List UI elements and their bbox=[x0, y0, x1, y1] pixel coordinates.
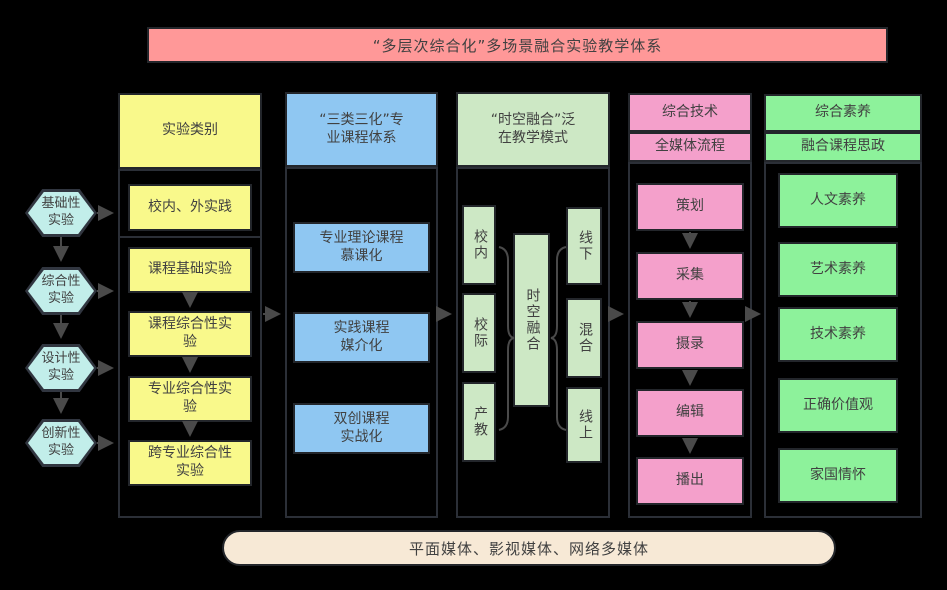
col1-header: 实验类别 bbox=[118, 93, 262, 169]
col5-header-competency: 综合素养 bbox=[764, 94, 922, 132]
hexagon-label: 设计性 实验 bbox=[28, 347, 94, 389]
col3-box-online: 线上 bbox=[566, 387, 602, 463]
hexagon-comprehensive-experiment: 综合性 实验 bbox=[25, 267, 97, 315]
col3-container bbox=[456, 167, 610, 518]
col3-box-blended: 混合 bbox=[566, 298, 602, 378]
col1-box-major-comprehensive: 专业综合性实 验 bbox=[128, 376, 252, 422]
col2-box-innovation-combat: 双创课程 实战化 bbox=[293, 403, 430, 454]
hexagon-label: 创新性 实验 bbox=[28, 422, 94, 464]
col2-box-theory-mooc: 专业理论课程 慕课化 bbox=[293, 222, 430, 273]
col4-box-editing: 编辑 bbox=[636, 389, 744, 437]
col2-box-practice-media: 实践课程 媒介化 bbox=[293, 312, 430, 363]
col5-box-technical: 技术素养 bbox=[778, 307, 898, 362]
hexagon-label: 综合性 实验 bbox=[28, 270, 94, 312]
col3-box-spacetime-fusion: 时空融合 bbox=[513, 233, 550, 407]
col4-box-broadcasting: 播出 bbox=[636, 457, 744, 505]
col5-container bbox=[764, 162, 922, 518]
col3-box-industry-education: 产教 bbox=[462, 382, 496, 462]
col3-box-offline: 线下 bbox=[566, 207, 602, 285]
col1-divider bbox=[120, 236, 260, 238]
col5-box-values: 正确价值观 bbox=[778, 378, 898, 433]
footer-banner: 平面媒体、影视媒体、网络多媒体 bbox=[222, 530, 836, 566]
col3-header: “时空融合”泛 在教学模式 bbox=[456, 92, 610, 167]
col5-box-artistic: 艺术素养 bbox=[778, 242, 898, 297]
col4-header-process: 全媒体流程 bbox=[628, 132, 752, 162]
col4-header-technology: 综合技术 bbox=[628, 93, 752, 132]
col5-header-ideology: 融合课程思政 bbox=[764, 132, 922, 162]
col4-box-planning: 策划 bbox=[636, 183, 744, 231]
col1-container bbox=[118, 169, 262, 518]
hexagon-innovation-experiment: 创新性 实验 bbox=[25, 419, 97, 467]
col1-box-course-comprehensive: 课程综合性实 验 bbox=[128, 311, 252, 357]
hexagon-design-experiment: 设计性 实验 bbox=[25, 344, 97, 392]
hexagon-basic-experiment: 基础性 实验 bbox=[25, 189, 97, 237]
col1-box-cross-major: 跨专业综合性 实验 bbox=[128, 440, 252, 486]
col4-box-collecting: 采集 bbox=[636, 252, 744, 300]
hexagon-label: 基础性 实验 bbox=[28, 192, 94, 234]
col3-box-inter-campus: 校际 bbox=[462, 293, 496, 373]
col5-box-patriotism: 家国情怀 bbox=[778, 448, 898, 503]
col5-box-humanistic: 人文素养 bbox=[778, 173, 898, 228]
col4-box-recording: 摄录 bbox=[636, 321, 744, 369]
col1-box-practice: 校内、外实践 bbox=[128, 184, 252, 231]
col3-box-on-campus: 校内 bbox=[462, 205, 496, 285]
col4-container bbox=[628, 162, 752, 518]
col1-box-course-basic: 课程基础实验 bbox=[128, 247, 252, 293]
col2-container bbox=[285, 167, 438, 518]
col2-header: “三类三化”专 业课程体系 bbox=[285, 92, 438, 167]
title-banner: “多层次综合化”多场景融合实验教学体系 bbox=[147, 27, 888, 63]
